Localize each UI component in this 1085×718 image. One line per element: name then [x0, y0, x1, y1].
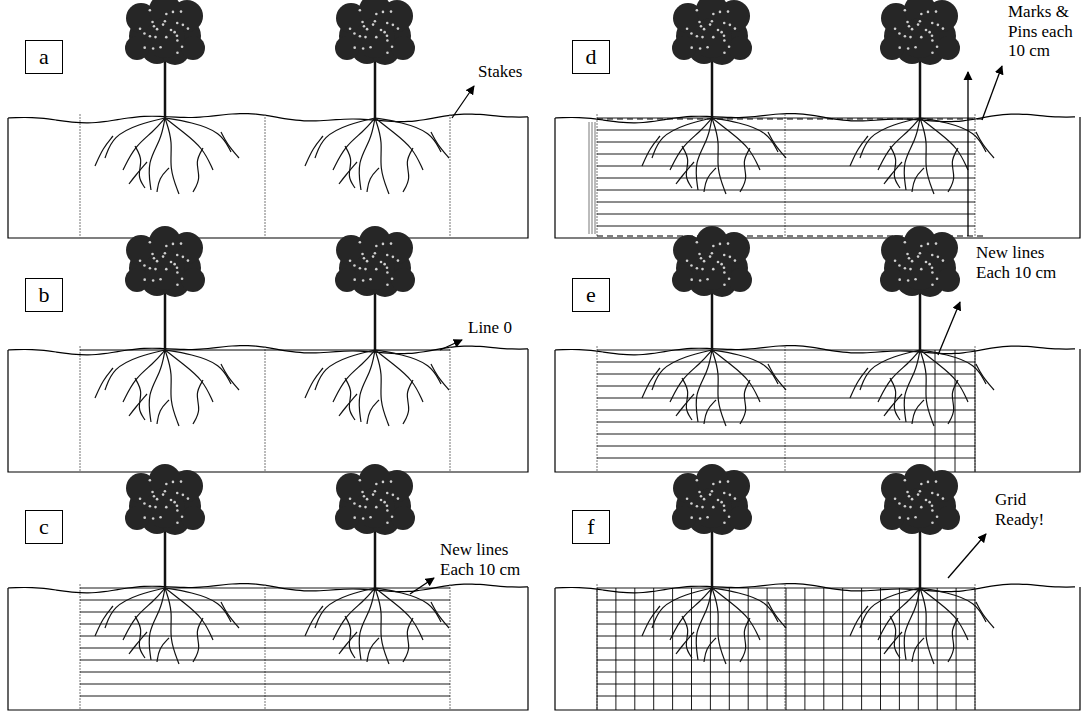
callout-text: New lines Each 10 cm	[440, 540, 520, 579]
callout-text: Grid Ready!	[995, 490, 1044, 529]
tree	[642, 464, 786, 664]
callout-label: Marks & Pins each 10 cm	[1008, 2, 1080, 61]
panel	[8, 464, 528, 710]
panel-letter: e	[586, 284, 596, 306]
leader-arrow	[440, 340, 462, 350]
leader-arrow	[967, 72, 968, 236]
leader-arrow	[410, 578, 434, 594]
callout-label: Line 0	[468, 318, 528, 338]
leader-arrow	[452, 86, 474, 118]
panel-letter: a	[39, 46, 49, 68]
panel-letter-box: e	[572, 278, 610, 312]
callout-label: Grid Ready!	[995, 490, 1055, 529]
panel	[8, 0, 528, 238]
panel-letter: c	[39, 516, 49, 538]
tree	[850, 0, 994, 194]
callout-text: Stakes	[478, 62, 522, 81]
callout-text: Line 0	[468, 318, 512, 337]
tree	[95, 226, 239, 426]
panel-letter: f	[587, 516, 594, 538]
leader-arrow	[938, 302, 960, 355]
tree	[305, 226, 449, 426]
tree	[95, 0, 239, 194]
panel-letter-box: a	[25, 40, 63, 74]
panel-letter-box: b	[25, 278, 63, 312]
tree	[850, 464, 994, 664]
panel-letter-box: d	[572, 40, 610, 74]
callout-label: New lines Each 10 cm	[440, 540, 528, 579]
tree	[305, 0, 449, 194]
panel-letter-box: c	[25, 510, 63, 544]
panel-letter: b	[39, 284, 50, 306]
panel-letter-box: f	[572, 510, 610, 544]
callout-text: New lines Each 10 cm	[976, 243, 1056, 282]
panel	[8, 226, 528, 472]
callout-label: New lines Each 10 cm	[976, 243, 1076, 282]
callout-label: Stakes	[478, 62, 538, 82]
leader-arrow	[982, 66, 1002, 120]
callout-text: Marks & Pins each 10 cm	[1008, 2, 1073, 60]
panel-letter: d	[586, 46, 597, 68]
panel	[555, 464, 1080, 710]
tree	[642, 0, 786, 194]
tree	[850, 226, 994, 426]
leader-arrow	[948, 534, 986, 578]
tree	[95, 464, 239, 664]
panel	[555, 226, 1080, 472]
panel	[555, 0, 1080, 238]
tree	[642, 226, 786, 426]
tree	[305, 464, 449, 664]
